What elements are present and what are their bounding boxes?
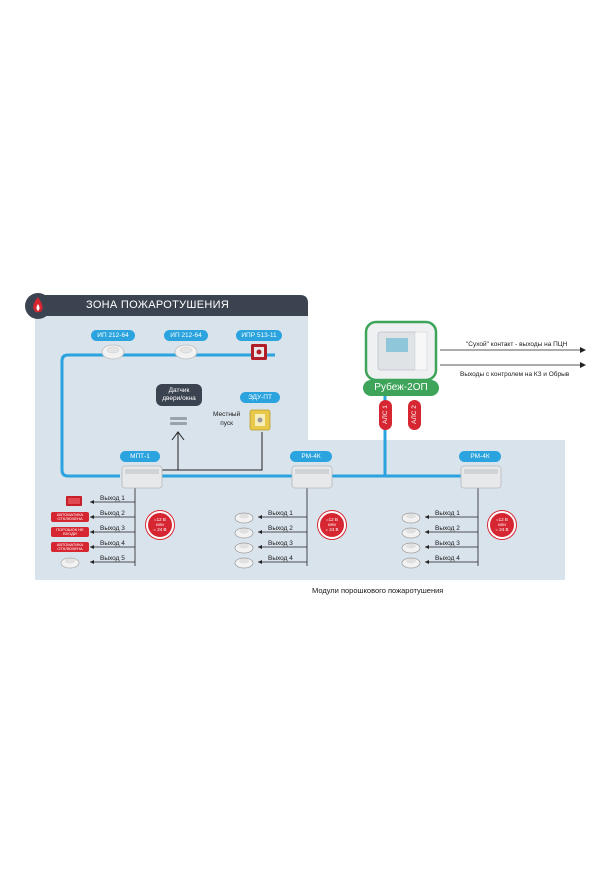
manual-call-point-icon xyxy=(251,344,267,360)
alarm-sign-1: АВТОМАТИКА ОТКЛЮЧЕНА xyxy=(51,512,89,522)
module-box-icon xyxy=(291,465,333,489)
als2-label: АЛС 2 xyxy=(408,400,421,430)
loop-line xyxy=(60,353,130,478)
detector-label-1: ИП 212-64 xyxy=(91,330,135,341)
zone-header xyxy=(35,295,308,316)
power-badge-3: =12 В или = 24 В xyxy=(488,511,516,539)
caption: Модули порошкового пожаротушения xyxy=(312,586,444,595)
door-sensor-icon xyxy=(170,417,187,425)
m2-output-2: Выход 2 xyxy=(268,525,293,532)
edu-label: ЭДУ-ПТ xyxy=(240,392,280,403)
zone-title: ЗОНА ПОЖАРОТУШЕНИЯ xyxy=(86,299,230,311)
door-sensor-label: Датчик двери/окна xyxy=(156,384,202,406)
power-badge-1: =12 В или = 24 В xyxy=(146,511,174,539)
power-badge-2: =12 В или = 24 В xyxy=(318,511,346,539)
m2-output-1: Выход 1 xyxy=(268,510,293,517)
smoke-detector-icon xyxy=(174,344,198,360)
m3-output-3: Выход 3 xyxy=(435,540,460,547)
m2-output-3: Выход 3 xyxy=(268,540,293,547)
module-box-icon xyxy=(460,465,502,489)
local-start-device-icon xyxy=(249,409,271,431)
module-label-3: РМ-4К xyxy=(459,451,501,462)
local-start-label: Местный пуск xyxy=(213,411,241,427)
zone-panel xyxy=(35,295,565,580)
controller-icon xyxy=(364,320,438,382)
m1-output-3: Выход 3 xyxy=(100,525,125,532)
monitored-outputs-label: Выходы с контролем на КЗ и Обрыв xyxy=(460,371,570,378)
module-box-icon xyxy=(121,465,163,489)
m1-output-2: Выход 2 xyxy=(100,510,125,517)
smoke-detector-icon xyxy=(101,344,125,360)
alarm-sign-2: ПОРОШОК НЕ ВХОДИ xyxy=(51,527,89,537)
module-label-2: РМ-4К xyxy=(290,451,332,462)
m1-output-5: Выход 5 xyxy=(100,555,125,562)
module-label-1: МПТ-1 xyxy=(120,451,160,462)
detector-label-3: ИПР 513-11 xyxy=(236,330,282,341)
m3-output-4: Выход 4 xyxy=(435,555,460,562)
dry-contact-label: "Сухой" контакт - выходы на ПЦН xyxy=(466,341,568,348)
m1-output-4: Выход 4 xyxy=(100,540,125,547)
m2-output-4: Выход 4 xyxy=(268,555,293,562)
sounder-icon xyxy=(66,496,82,506)
m3-output-1: Выход 1 xyxy=(435,510,460,517)
alarm-sign-3: АВТОМАТИКА ОТКЛЮЧЕНА xyxy=(51,542,89,552)
m3-output-2: Выход 2 xyxy=(435,525,460,532)
extinguisher-icon-tops xyxy=(239,513,416,564)
als1-label: АЛС 1 xyxy=(379,400,392,430)
m1-output-1: Выход 1 xyxy=(100,495,125,502)
controller-label: Рубеж-2ОП xyxy=(363,380,439,396)
detector-label-2: ИП 212-64 xyxy=(164,330,208,341)
flash-icon xyxy=(60,557,80,569)
